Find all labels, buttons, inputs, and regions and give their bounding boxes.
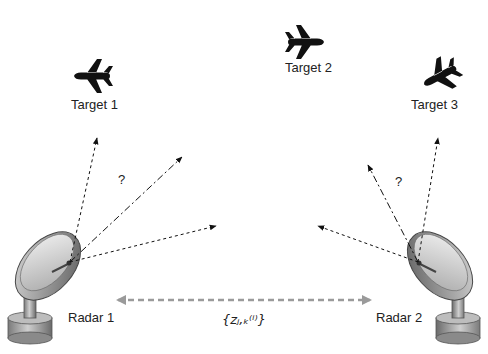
aircraft-icon: [74, 59, 113, 93]
radar-icon: [395, 220, 486, 344]
target-label: Target 3: [411, 97, 458, 113]
target-label: Target 2: [285, 60, 332, 76]
unknown-mark: ?: [395, 174, 402, 190]
radar-icon: [3, 220, 94, 344]
radar-node: Radar 1: [8, 230, 116, 348]
aircraft-icon: [416, 51, 466, 99]
edge-label: {zⱼ,ₖ⁽ⁱ⁾}: [220, 312, 268, 328]
unknown-mark: ?: [118, 172, 125, 188]
aircraft-icon: [285, 25, 324, 59]
radar-node: Radar 2: [372, 230, 480, 348]
radar-label: Radar 1: [68, 310, 114, 326]
data-link-arrow: [118, 299, 370, 302]
beam-line: [418, 138, 438, 262]
beam-line: [70, 157, 182, 262]
beam-line: [70, 226, 216, 262]
target-label: Target 1: [71, 97, 118, 113]
beam-line: [318, 226, 418, 262]
radar-label: Radar 2: [376, 310, 422, 326]
beam-line: [368, 165, 418, 262]
beam-line: [70, 138, 97, 262]
